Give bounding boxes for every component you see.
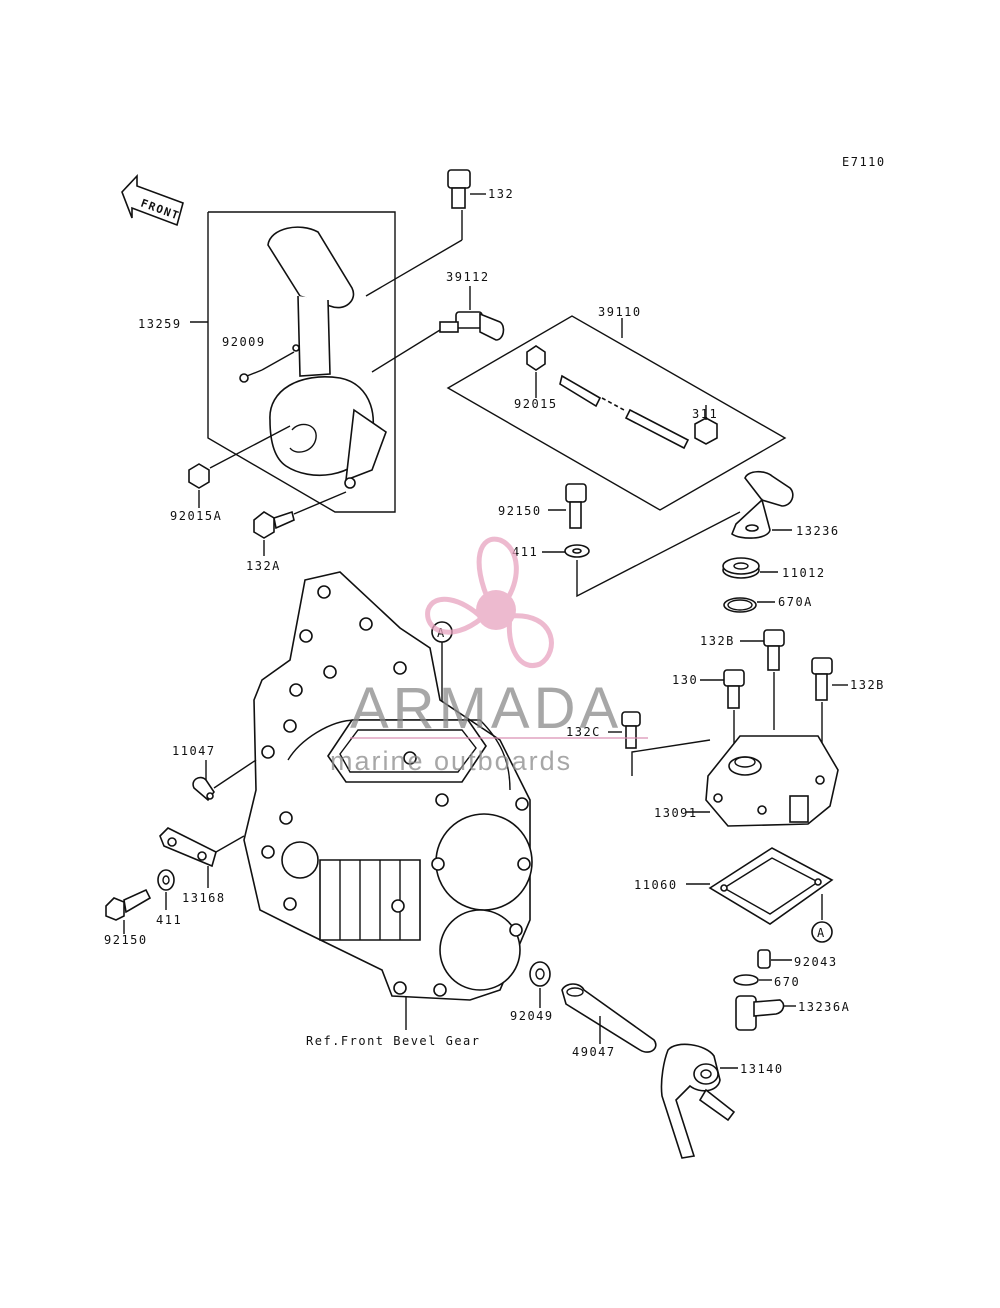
label-411-top: 411 (512, 545, 538, 559)
label-39110: 39110 (598, 305, 642, 319)
dowel-92043-part (757, 949, 792, 969)
label-13168: 13168 (182, 891, 226, 905)
label-13259: 13259 (138, 317, 182, 331)
ref-bevel-gear-label: Ref.Front Bevel Gear (306, 1034, 481, 1048)
o-ring-670-part (733, 974, 772, 986)
label-92150-top: 92150 (498, 504, 542, 518)
label-13091: 13091 (654, 806, 698, 820)
label-13236a: 13236A (798, 1000, 850, 1014)
shaft-49047-part (561, 983, 657, 1053)
bolt-132b-top-part (740, 629, 785, 730)
label-92150-bottom: 92150 (104, 933, 148, 947)
washer-92049-part (529, 961, 551, 1008)
watermark-title: ARMADA (350, 676, 622, 741)
nut-92015a-part (188, 425, 291, 508)
ball-joint-39112-part (371, 286, 505, 373)
reference-a-right-label: A (817, 926, 826, 940)
gear-case-housing-part (243, 571, 533, 1001)
label-132c: 132C (566, 725, 601, 739)
bolt-132-part (365, 169, 486, 297)
seal-11012-part (722, 557, 778, 579)
diagram-code: E7110 (842, 155, 886, 169)
label-132: 132 (488, 187, 514, 201)
o-ring-670a-part (723, 597, 775, 613)
label-670: 670 (774, 975, 800, 989)
label-92043: 92043 (794, 955, 838, 969)
label-311: 311 (692, 407, 718, 421)
label-132b-top: 132B (700, 634, 735, 648)
breather-pipe-part (267, 226, 387, 489)
front-arrow-icon: FRONT (121, 173, 184, 227)
label-130: 130 (672, 673, 698, 687)
bolt-132c-part (608, 711, 641, 749)
label-132b-right: 132B (850, 678, 885, 692)
propeller-logo-icon (425, 536, 554, 668)
label-13236: 13236 (796, 524, 840, 538)
screw-92009-part (239, 351, 295, 383)
breather-assembly-bracket (190, 211, 396, 513)
label-11060: 11060 (634, 878, 678, 892)
clamp-11047-part (192, 759, 257, 802)
label-92009: 92009 (222, 335, 266, 349)
bolt-92150-bottom-part (105, 888, 152, 934)
armada-watermark: ARMADA marine outboards (330, 536, 648, 776)
linkage-rod-group (446, 315, 787, 511)
shift-fork-13140-part (660, 1043, 738, 1159)
lever-13236-part (731, 470, 794, 539)
watermark-subtitle: marine outboards (330, 746, 572, 776)
label-92015: 92015 (514, 397, 558, 411)
cover-13091-part (631, 735, 839, 827)
bolt-132a-part (253, 491, 347, 556)
label-132a: 132A (246, 559, 281, 573)
washer-411-top-part (542, 511, 741, 598)
label-11047: 11047 (172, 744, 216, 758)
bolt-130-part (700, 669, 745, 744)
lever-13236a-part (735, 995, 796, 1031)
label-39112: 39112 (446, 270, 490, 284)
bolt-92150-top-part (548, 483, 587, 529)
reference-a-right: A (811, 921, 833, 943)
label-411-bottom: 411 (156, 913, 182, 927)
washer-411-bottom-part (157, 869, 175, 910)
plate-13168-part (159, 827, 245, 888)
label-92015a: 92015A (170, 509, 222, 523)
label-11012: 11012 (782, 566, 826, 580)
label-670a: 670A (778, 595, 813, 609)
bolt-132b-right-part (811, 657, 848, 770)
label-49047: 49047 (572, 1045, 616, 1059)
label-92049: 92049 (510, 1009, 554, 1023)
label-13140: 13140 (740, 1062, 784, 1076)
gasket-11060-part (686, 847, 834, 925)
